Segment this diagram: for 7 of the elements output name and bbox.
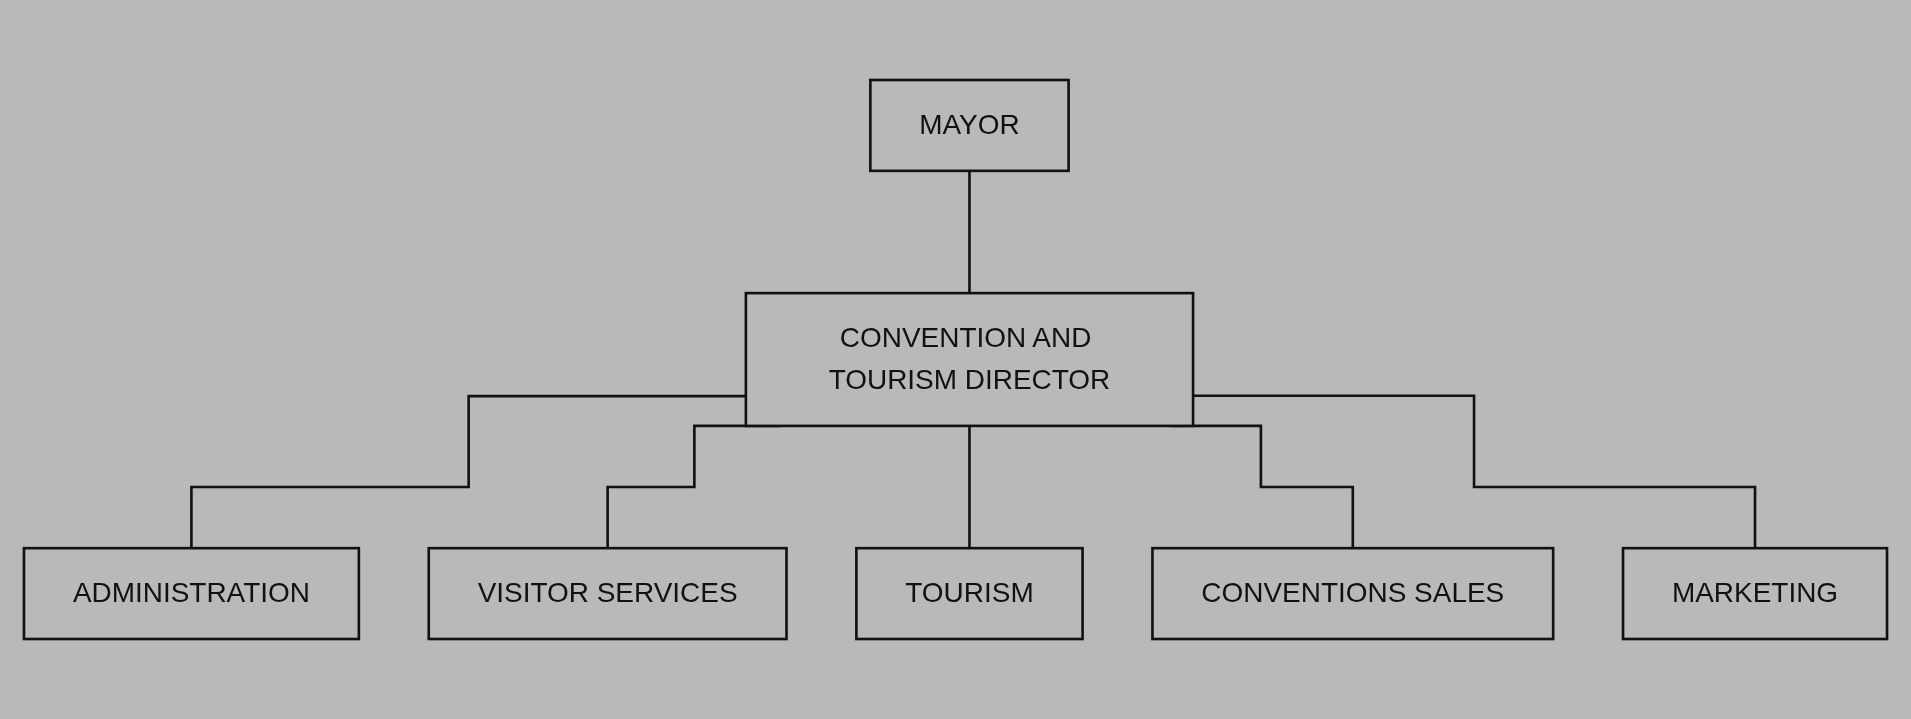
node-box: CONVENTION AND TOURISM DIRECTOR	[744, 291, 1195, 428]
node-box: ADMINISTRATION	[22, 546, 361, 641]
node-box: MAYOR	[869, 78, 1070, 173]
node-box: TOURISM	[855, 546, 1084, 641]
node-box: MARKETING	[1621, 546, 1889, 641]
node-box: VISITOR SERVICES	[427, 546, 788, 641]
node-box: CONVENTIONS SALES	[1151, 546, 1555, 641]
